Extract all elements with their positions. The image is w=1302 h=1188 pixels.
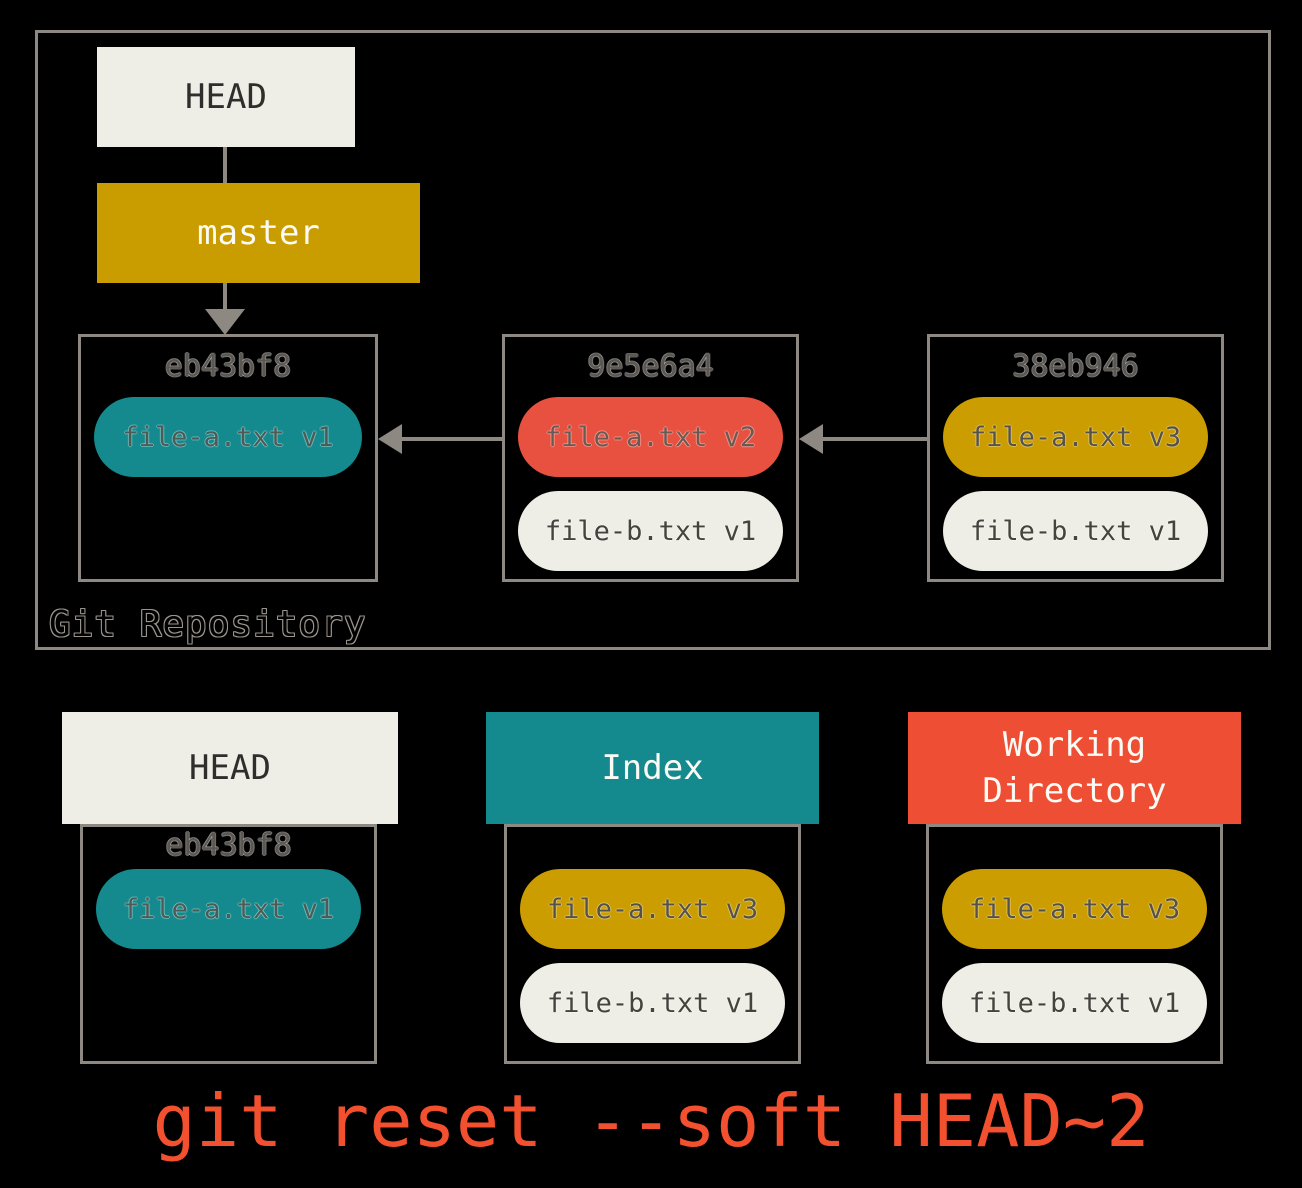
working-directory-area-box: file-a.txt v3 file-b.txt v1 [926,824,1223,1064]
master-branch-label: master [197,213,320,253]
commit-hash: 38eb946 [1012,349,1139,384]
file-pill-label: file-b.txt v1 [969,515,1182,547]
file-pill: file-b.txt v1 [520,963,785,1043]
commit-box-38eb946: 38eb946 file-a.txt v3 file-b.txt v1 [927,334,1224,582]
file-pill: file-a.txt v1 [96,869,361,949]
head-area-box: eb43bf8 file-a.txt v1 [80,824,377,1064]
commit2-to-commit1-line [400,437,502,441]
file-pill: file-b.txt v1 [518,491,783,571]
master-to-commit-line [223,283,227,311]
file-pill: file-a.txt v3 [942,869,1207,949]
file-pill-label: file-b.txt v1 [544,515,757,547]
commit2-to-commit1-arrowhead-icon [378,424,402,454]
master-branch-box: master [97,183,420,283]
file-pill: file-a.txt v3 [943,397,1208,477]
file-pill: file-a.txt v3 [520,869,785,949]
index-area-box: file-a.txt v3 file-b.txt v1 [504,824,801,1064]
file-pill-label: file-a.txt v3 [968,893,1181,925]
file-pill-label: file-a.txt v2 [544,421,757,453]
master-to-commit-arrowhead-icon [205,309,245,335]
commit-box-eb43bf8: eb43bf8 file-a.txt v1 [78,334,378,582]
file-pill: file-b.txt v1 [943,491,1208,571]
file-pill-label: file-a.txt v1 [122,893,335,925]
caption-command: git reset --soft HEAD~2 [152,1079,1150,1163]
head-area-title: HEAD [189,748,271,788]
working-directory-area-title: Working Directory [982,725,1167,811]
file-pill-label: file-a.txt v3 [546,893,759,925]
file-pill-label: file-a.txt v3 [969,421,1182,453]
commit-hash: 9e5e6a4 [587,349,714,384]
git-repository-box [35,30,1271,650]
commit-hash: eb43bf8 [164,349,292,384]
head-area-header: HEAD [62,712,398,824]
file-pill-label: file-a.txt v1 [122,421,334,453]
file-pill-label: file-b.txt v1 [546,987,759,1019]
head-to-master-line [223,147,227,183]
head-pointer-label: HEAD [185,77,267,117]
commit3-to-commit2-arrowhead-icon [799,424,823,454]
commit3-to-commit2-line [821,437,927,441]
file-pill: file-a.txt v1 [94,397,362,477]
index-area-header: Index [486,712,819,824]
file-pill-label: file-b.txt v1 [968,987,1181,1019]
head-pointer-box: HEAD [97,47,355,147]
index-area-title: Index [601,748,704,788]
working-directory-area-header: Working Directory [908,712,1241,824]
file-pill: file-a.txt v2 [518,397,783,477]
commit-box-9e5e6a4: 9e5e6a4 file-a.txt v2 file-b.txt v1 [502,334,799,582]
file-pill: file-b.txt v1 [942,963,1207,1043]
head-area-hash: eb43bf8 [165,828,292,863]
git-repository-label: Git Repository [49,604,367,645]
